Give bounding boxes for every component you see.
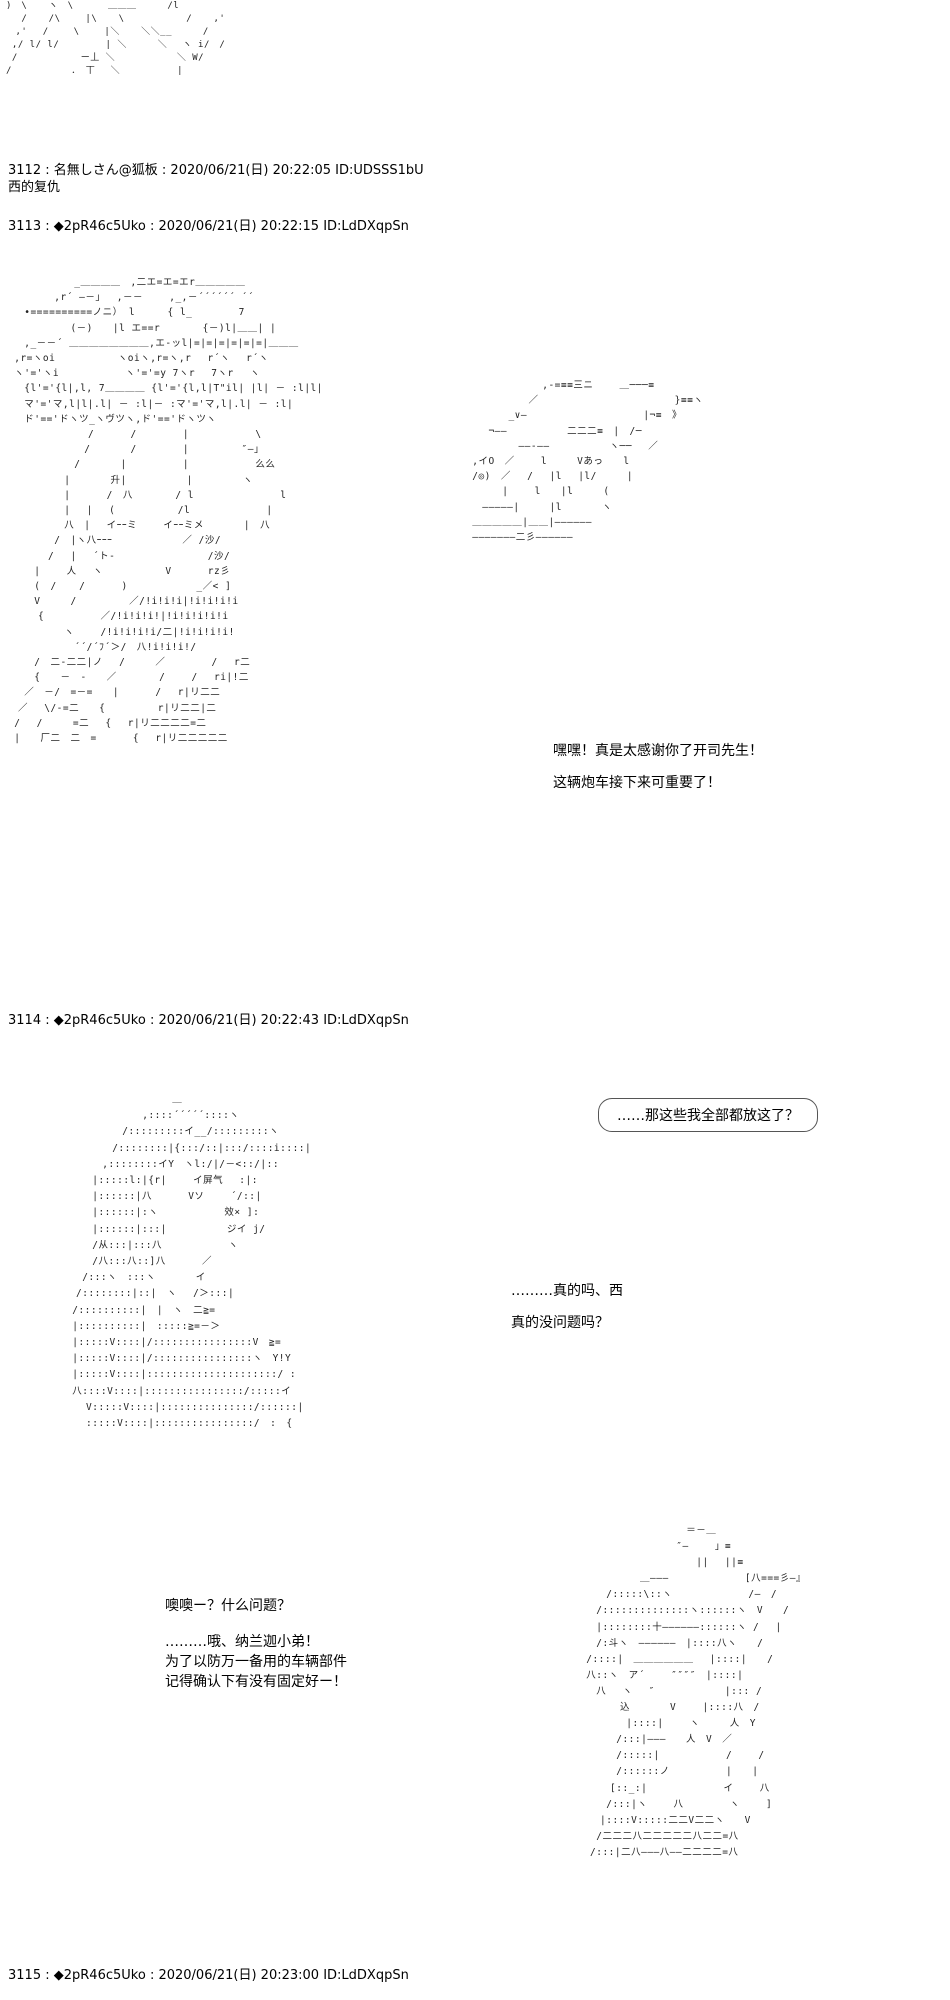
dialog-3113: 嘿嘿！真是太感谢你了开司先生！ 这辆炮车接下来可重要了！ [553, 740, 763, 794]
post-date: 2020/06/21(日) 20:22:15 [158, 219, 320, 234]
dialog-line: ………真的吗、西 [511, 1283, 623, 1299]
post-author: 名無しさん@狐板 [53, 163, 158, 178]
post-id[interactable]: ID:LdDXqpSn [323, 219, 409, 234]
post-number[interactable]: 3114 [8, 1013, 42, 1028]
dialog-line: 真的没问题吗？ [511, 1315, 609, 1331]
dialog-line: 这辆炮车接下来可重要了！ [553, 775, 721, 791]
dialog-3114-b: 噢噢ー？什么问题？ ………哦、纳兰迦小弟！ 为了以防万一备用的车辆部件 记得确认… [165, 1596, 347, 1692]
post-number[interactable]: 3112 [8, 163, 42, 178]
dialog-line: 记得确认下有没有固定好ー！ [165, 1674, 347, 1690]
ascii-art-tank-turret: ,-=≡≡三ニ ＿───≡ ／ }≡≡ヽ _∨― |¬≡ 》 ¬―― 二二二≡ … [472, 380, 704, 544]
post-date: 2020/06/21(日) 20:22:05 [170, 163, 332, 178]
post-body-3112: 西的复仇 [8, 180, 61, 195]
dialog-3114-a: ………真的吗、西 真的没问题吗？ [511, 1280, 623, 1334]
post-id[interactable]: ID:LdDXqpSn [323, 1968, 409, 1983]
post-header-3114: 3114 : ◆2pR46c5Uko : 2020/06/21(日) 20:22… [8, 1013, 409, 1028]
ascii-art-girl-tank: _＿＿＿＿ ,二エ=エ=エr＿＿＿＿＿ ,r´ ―－」 ,－－ ,_,－´´´´… [14, 277, 323, 745]
post-id[interactable]: ID:LdDXqpSn [323, 1013, 409, 1028]
post-header-3113: 3113 : ◆2pR46c5Uko : 2020/06/21(日) 20:22… [8, 219, 409, 234]
dialog-spacer [165, 1616, 347, 1632]
dialog-line: 噢噢ー？什么问题？ [165, 1598, 291, 1614]
post-header-3112: 3112 : 名無しさん@狐板 : 2020/06/21(日) 20:22:05… [8, 163, 424, 178]
post-author: ◆2pR46c5Uko [53, 219, 146, 234]
post-number[interactable]: 3113 [8, 219, 42, 234]
post-header-3115: 3115 : ◆2pR46c5Uko : 2020/06/21(日) 20:23… [8, 1968, 409, 1983]
post-number[interactable]: 3115 [8, 1968, 42, 1983]
post-date: 2020/06/21(日) 20:23:00 [158, 1968, 320, 1983]
post-author: ◆2pR46c5Uko [53, 1968, 146, 1983]
post-author: ◆2pR46c5Uko [53, 1013, 146, 1028]
post-id[interactable]: ID:UDSSS1bU [335, 163, 424, 178]
speech-bubble: ……那这些我全部都放这了？ [598, 1098, 818, 1132]
ascii-art-top: ) \ ヽ \ ＿＿＿ /l / /\ |\ \ / ,' ,' / \ |＼ … [6, 1, 226, 76]
ascii-art-character-right: ＝－＿ ″― 」≡ || ||≡ ＿――― [八===彡―』 /:::::\::… [586, 1525, 806, 1858]
dialog-line: 为了以防万一备用的车辆部件 [165, 1654, 347, 1670]
post-date: 2020/06/21(日) 20:22:43 [158, 1013, 320, 1028]
dialog-line: 嘿嘿！真是太感谢你了开司先生！ [553, 743, 763, 759]
dialog-line: ………哦、纳兰迦小弟！ [165, 1634, 319, 1650]
ascii-art-girl-thinking: ＿ ,::::´´´´´::::ヽ /:::::::::イ__/::::::::… [72, 1094, 312, 1430]
